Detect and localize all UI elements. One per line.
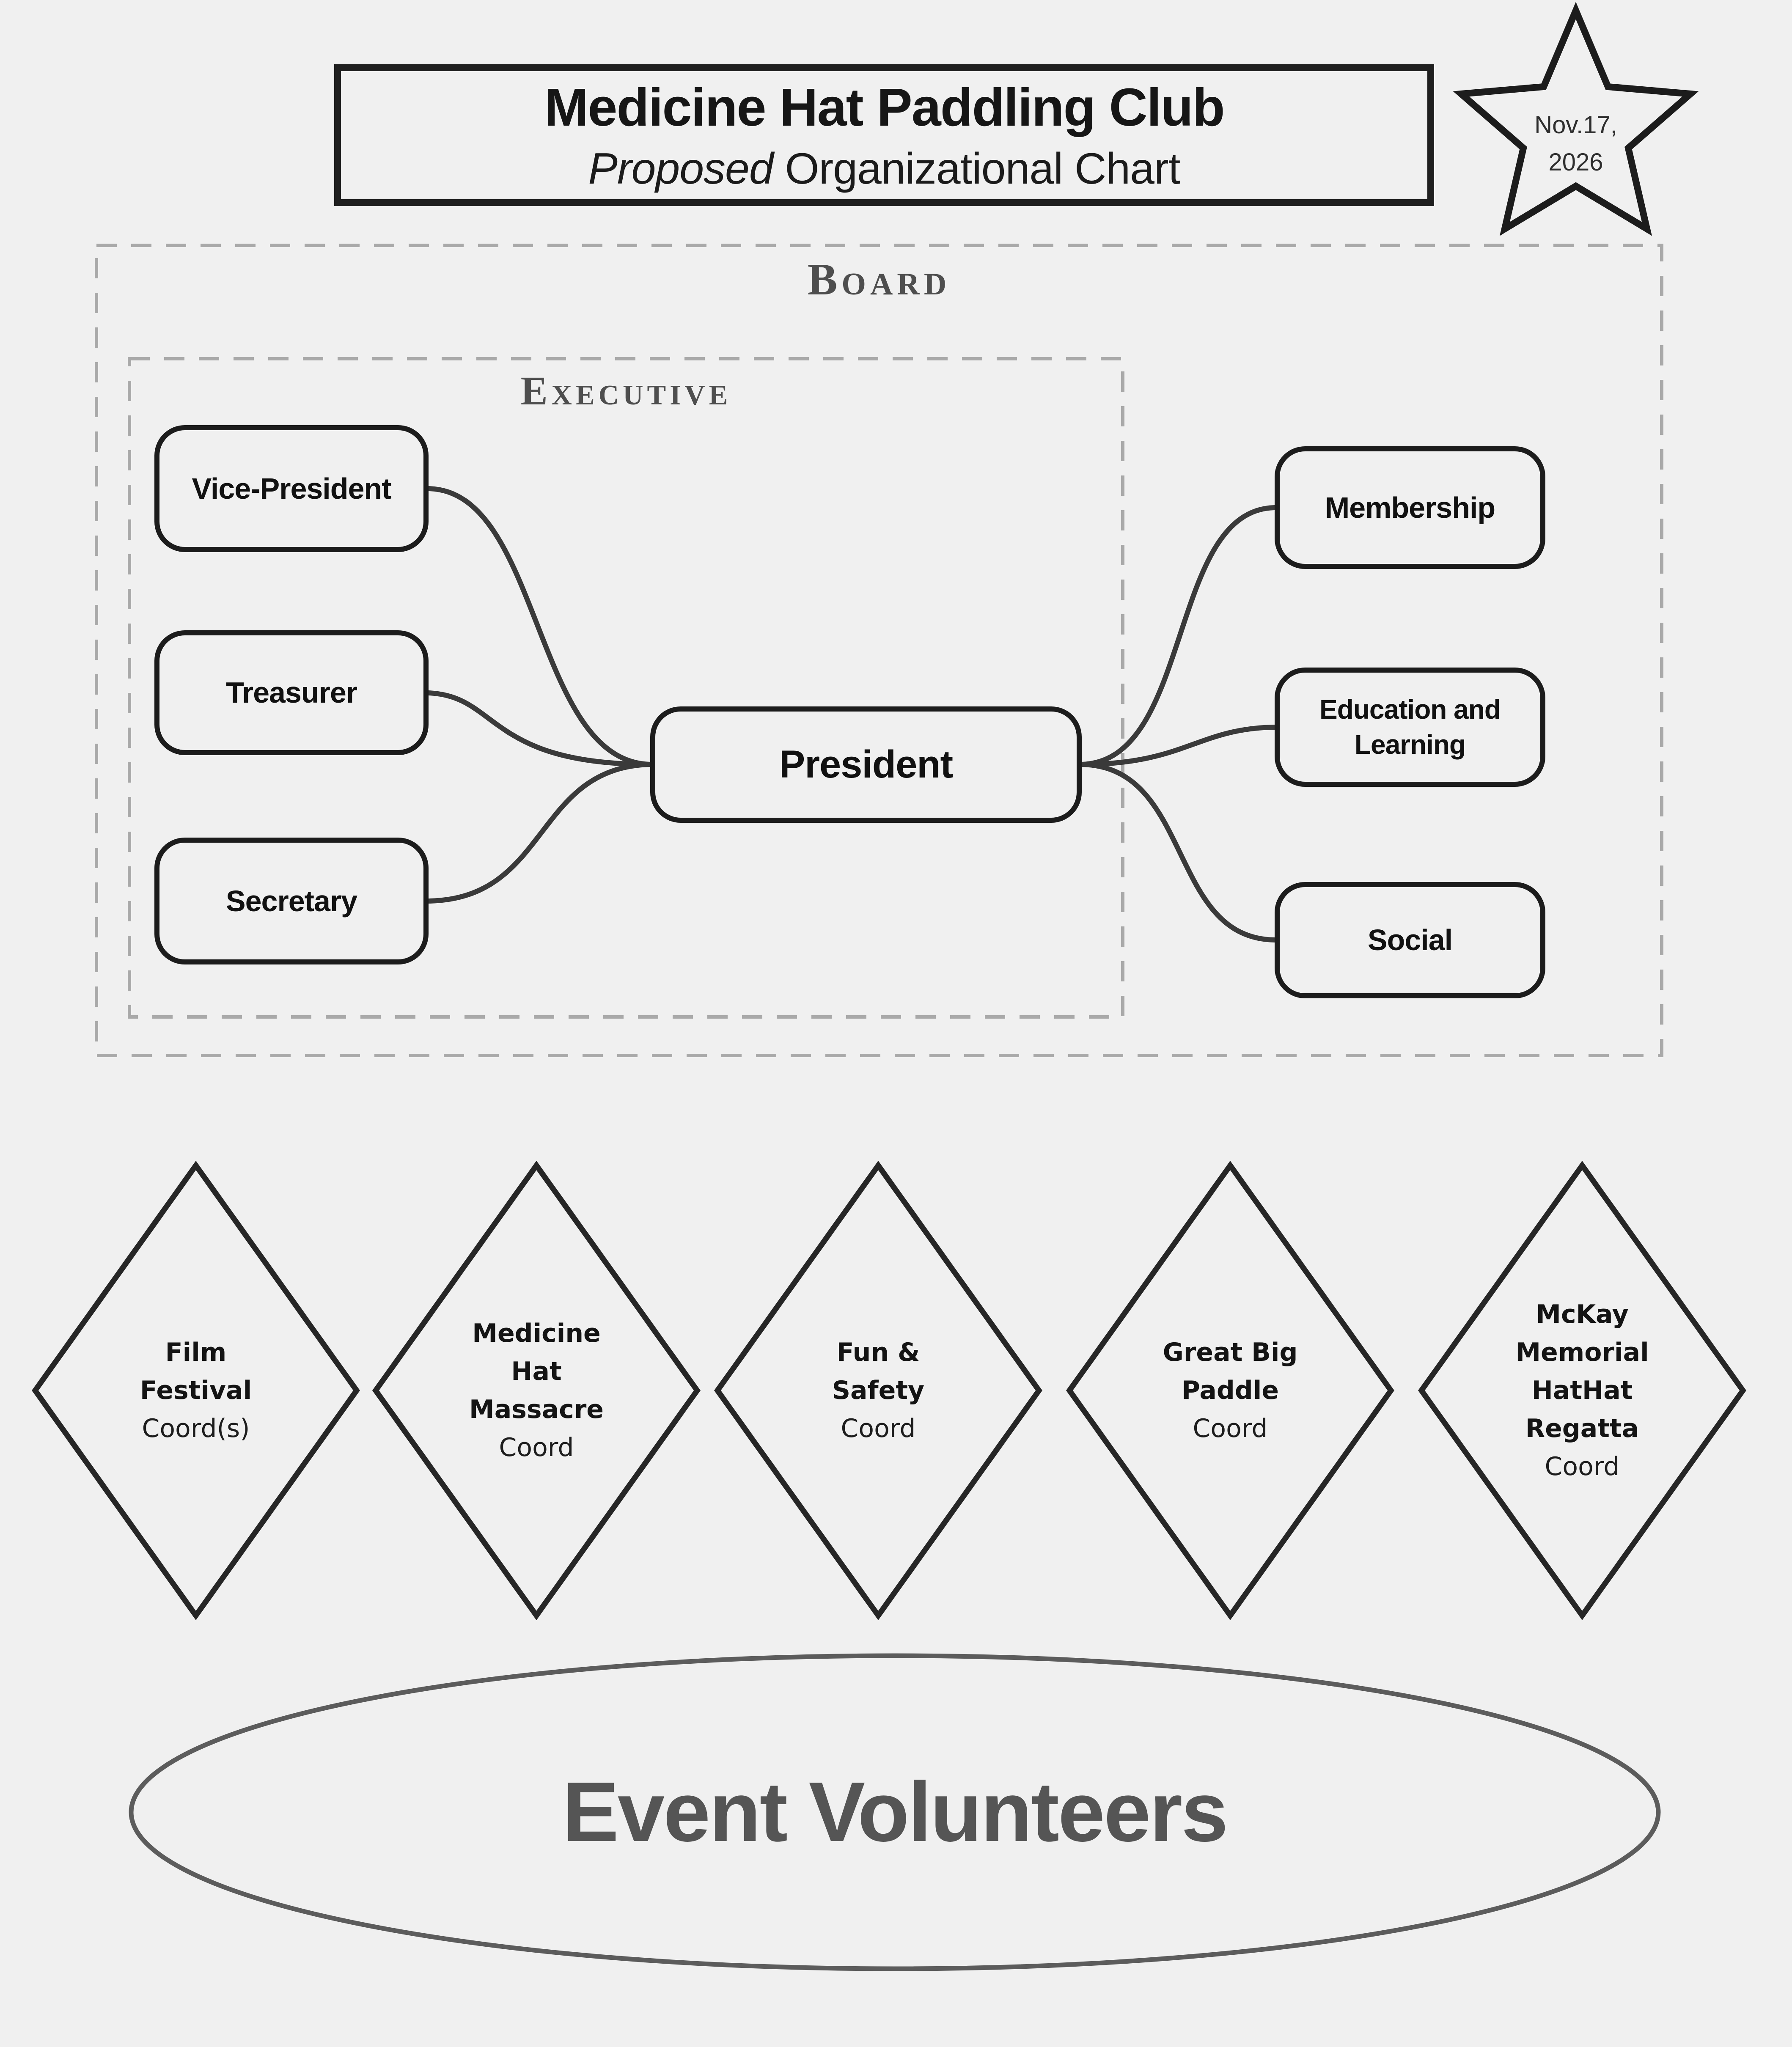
diamond-shape-mckay-regatta [1418,1160,1746,1621]
node-treasurer-label: Treasurer [225,676,357,709]
connector-secretary-president [426,762,653,904]
executive-group-label: Executive [520,368,732,413]
diamond-2-line-3: Massacre [469,1395,604,1424]
event-volunteers-text: Event Volunteers [562,1765,1229,1859]
diamond-shape-film-festival [32,1160,360,1621]
diamond-5-line-4: Regatta [1525,1414,1639,1443]
diamond-2-coord: Coord [499,1433,574,1462]
connector-president-membership [1079,505,1277,767]
board-group-label: Board [807,255,951,304]
date-line-2: 2026 [1548,148,1603,176]
connector-vice-president-president [426,486,653,767]
star-shape [1453,2,1699,236]
node-secretary-label: Secretary [225,884,357,918]
board-dashed-border [95,244,1663,1057]
diamond-4-coord: Coord [1193,1414,1268,1443]
connector-president-social [1079,762,1277,942]
node-president-label: President [779,742,953,786]
diamond-2-line-1: Medicine [472,1319,601,1348]
node-treasurer: Treasurer [154,630,429,755]
node-membership: Membership [1275,446,1545,569]
node-president: President [650,706,1082,823]
date-star-label: Nov.17, 2026 [1481,107,1671,181]
node-membership-label: Membership [1325,491,1495,524]
node-education-line-1: Education and [1319,694,1501,725]
diamond-shape-fun-safety [714,1160,1042,1621]
diamond-1-line-2: Festival [140,1376,252,1405]
subtitle-rest: Organizational Chart [785,144,1181,193]
diamond-label-mckay-regatta: McKay Memorial HatHat Regatta Coord [1443,1168,1722,1613]
diamond-5-line-2: Memorial [1515,1338,1649,1367]
node-education-line-2: Learning [1354,729,1466,760]
node-education-label: Education and Learning [1319,692,1501,762]
diamond-2-line-2: Hat [511,1357,562,1386]
title-box: Medicine Hat Paddling Club Proposed Orga… [334,64,1434,206]
diamond-shape-medicine-hat-massacre [372,1160,701,1621]
node-vice-president-label: Vice-President [192,472,391,505]
diamond-4-line-2: Paddle [1181,1376,1279,1405]
diamond-4-line-1: Great Big [1163,1338,1298,1367]
diamond-3-line-1: Fun & [836,1338,920,1367]
event-volunteers-label: Event Volunteers [129,1655,1661,1970]
diamond-3-line-2: Safety [832,1376,925,1405]
diamond-label-fun-safety: Fun & Safety Coord [739,1168,1018,1613]
diamond-5-line-3: HatHat [1531,1376,1633,1405]
node-vice-president: Vice-President [154,425,429,552]
diamond-5-line-1: McKay [1536,1300,1629,1329]
diamond-label-medicine-hat-massacre: Medicine Hat Massacre Coord [397,1168,676,1613]
diamond-label-film-festival: Film Festival Coord(s) [56,1168,335,1613]
executive-dashed-border [128,357,1124,1019]
diamond-label-great-big-paddle: Great Big Paddle Coord [1091,1168,1370,1613]
subtitle-italic-word: Proposed [588,144,774,193]
node-education-and-learning: Education and Learning [1275,668,1545,787]
node-secretary: Secretary [154,838,429,964]
connector-treasurer-president [426,690,653,767]
volunteers-ellipse [129,1653,1661,1971]
date-line-1: Nov.17, [1534,111,1617,139]
diamond-1-line-1: Film [165,1338,227,1367]
page-subtitle: Proposed Organizational Chart [588,144,1181,194]
connector-president-education [1079,725,1277,767]
node-social: Social [1275,882,1545,998]
page-title: Medicine Hat Paddling Club [544,77,1225,137]
node-social-label: Social [1367,923,1453,956]
diamond-1-coord: Coord(s) [142,1414,250,1443]
diamond-5-coord: Coord [1545,1452,1620,1481]
diamond-3-coord: Coord [841,1414,916,1443]
diamond-shape-great-big-paddle [1066,1160,1394,1621]
